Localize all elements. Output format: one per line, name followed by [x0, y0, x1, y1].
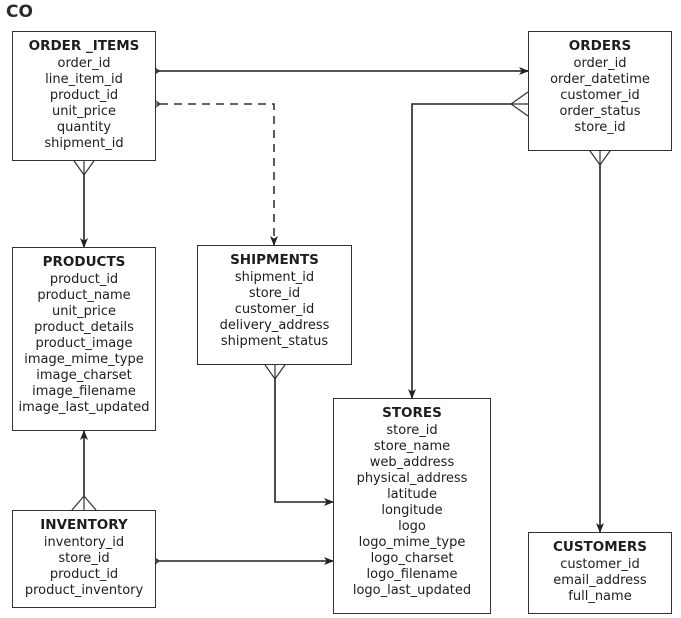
edge-order-items-shipments	[142, 91, 278, 246]
attribute-item: product_id	[49, 272, 119, 287]
attribute-item: store_id	[574, 120, 626, 135]
edge-order-items-products	[71, 157, 97, 248]
entity-stores[interactable]: STORES store_id store_name web_address p…	[333, 398, 491, 614]
attribute-item: store_id	[386, 423, 438, 438]
entity-order-items[interactable]: ORDER _ITEMS order_id line_item_id produ…	[12, 31, 156, 161]
attribute-item: logo_last_updated	[352, 583, 472, 598]
attribute-item: image_filename	[32, 384, 136, 399]
attribute-item: logo	[398, 519, 426, 534]
attribute-list: customer_id email_address full_name	[529, 557, 671, 610]
entity-title: CUSTOMERS	[552, 539, 648, 555]
attribute-list: shipment_id store_id customer_id deliver…	[198, 270, 351, 355]
entity-title: ORDERS	[568, 38, 632, 54]
entity-customers[interactable]: CUSTOMERS customer_id email_address full…	[528, 532, 672, 614]
attribute-item: product_id	[49, 567, 119, 582]
edge-orders-customers	[587, 147, 613, 533]
entity-shipments[interactable]: SHIPMENTS shipment_id store_id customer_…	[197, 245, 352, 365]
entity-title: SHIPMENTS	[230, 252, 319, 268]
attribute-item: full_name	[568, 589, 632, 604]
attribute-list: inventory_id store_id product_id product…	[13, 535, 155, 604]
attribute-item: order_status	[559, 104, 641, 119]
attribute-item: unit_price	[51, 104, 117, 119]
entity-title: ORDER _ITEMS	[28, 38, 140, 54]
edge-orders-stores	[408, 91, 529, 399]
attribute-item: product_id	[49, 88, 119, 103]
attribute-item: shipment_status	[220, 334, 329, 349]
attribute-item: logo_mime_type	[358, 535, 466, 550]
attribute-item: physical_address	[356, 471, 468, 486]
attribute-item: product_inventory	[24, 583, 144, 598]
attribute-item: product_image	[35, 336, 133, 351]
attribute-item: latitude	[387, 487, 437, 502]
attribute-item: image_charset	[36, 368, 132, 383]
attribute-item: image_last_updated	[18, 400, 150, 415]
attribute-item: store_id	[248, 286, 301, 301]
edge-inventory-stores	[142, 548, 334, 574]
attribute-list: order_id order_datetime customer_id orde…	[529, 56, 671, 141]
attribute-item: inventory_id	[43, 535, 125, 550]
attribute-list: product_id product_name unit_price produ…	[13, 272, 155, 421]
attribute-item: order_datetime	[550, 72, 650, 87]
attribute-item: order_id	[57, 56, 111, 71]
attribute-list: order_id line_item_id product_id unit_pr…	[13, 56, 155, 157]
entity-title: STORES	[382, 405, 442, 421]
entity-title: INVENTORY	[40, 517, 128, 533]
attribute-item: customer_id	[234, 302, 315, 317]
attribute-item: image_mime_type	[24, 352, 144, 367]
attribute-item: shipment_id	[234, 270, 315, 285]
entity-title: PRODUCTS	[42, 254, 126, 270]
attribute-item: longitude	[381, 503, 443, 518]
edge-inventory-products	[71, 430, 97, 511]
entity-inventory[interactable]: INVENTORY inventory_id store_id product_…	[12, 510, 156, 608]
entity-products[interactable]: PRODUCTS product_id product_name unit_pr…	[12, 247, 156, 431]
attribute-item: quantity	[56, 120, 112, 135]
attribute-item: order_id	[573, 56, 627, 71]
edge-order-items-orders	[142, 58, 529, 84]
edge-shipments-stores	[262, 361, 334, 506]
attribute-item: logo_filename	[366, 567, 458, 582]
schema-title: CO	[6, 2, 33, 22]
attribute-item: product_name	[37, 288, 131, 303]
attribute-item: customer_id	[560, 88, 640, 103]
attribute-item: customer_id	[560, 557, 640, 572]
attribute-item: email_address	[553, 573, 647, 588]
attribute-item: web_address	[369, 455, 455, 470]
attribute-item: line_item_id	[45, 72, 123, 87]
attribute-item: delivery_address	[219, 318, 330, 333]
attribute-item: unit_price	[51, 304, 117, 319]
attribute-list: store_id store_name web_address physical…	[334, 423, 490, 604]
attribute-item: store_id	[58, 551, 110, 566]
entity-orders[interactable]: ORDERS order_id order_datetime customer_…	[528, 31, 672, 151]
attribute-item: logo_charset	[370, 551, 454, 566]
attribute-item: product_details	[34, 320, 134, 335]
attribute-item: store_name	[373, 439, 451, 454]
attribute-item: shipment_id	[44, 136, 124, 151]
